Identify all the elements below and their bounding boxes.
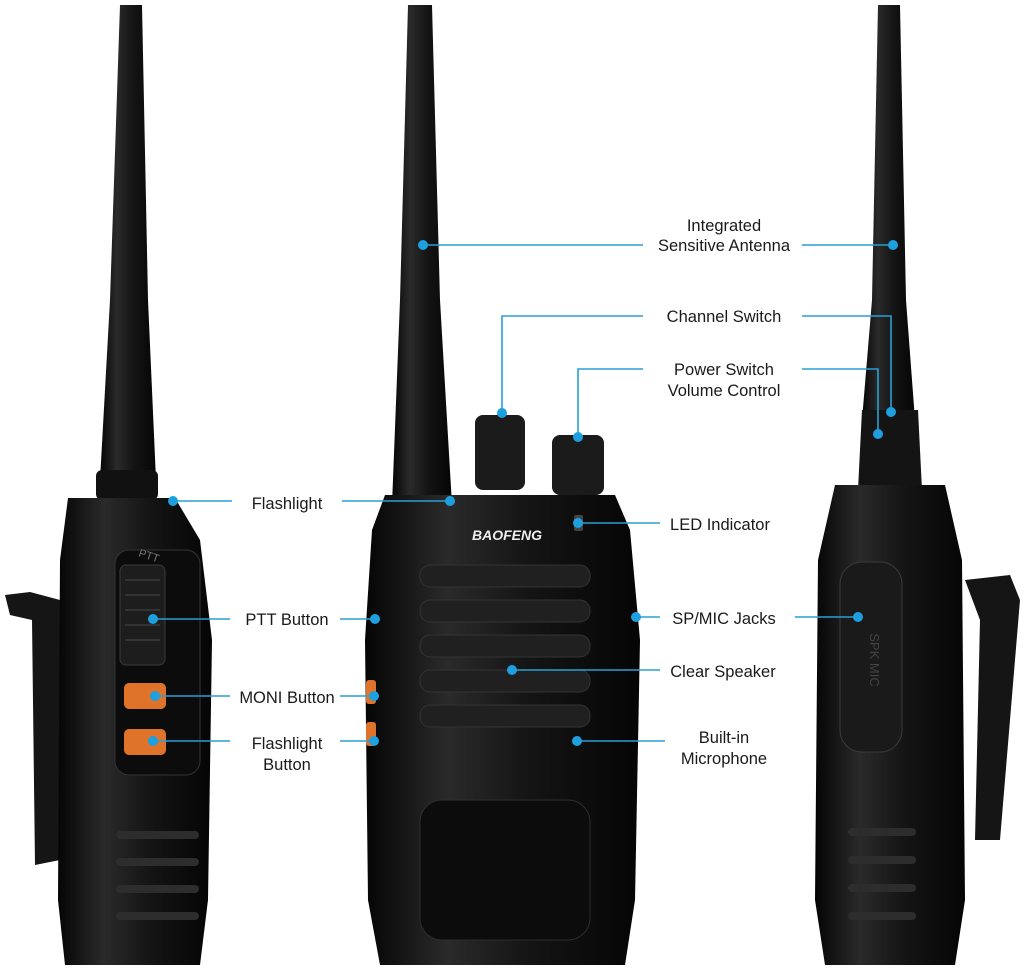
- moni-key: [124, 683, 166, 709]
- label-ptt-button: PTT Button: [245, 611, 328, 629]
- label-moni-button: MONI Button: [239, 689, 334, 707]
- label-microphone-2: Microphone: [681, 750, 767, 768]
- right-antenna: [862, 5, 915, 420]
- label-volume-control: Volume Control: [668, 382, 781, 400]
- label-channel-switch: Channel Switch: [667, 308, 782, 326]
- label-clear-speaker: Clear Speaker: [670, 663, 776, 681]
- jack-cover-marking: SPK MIC: [867, 633, 882, 686]
- callout-dots: [148, 240, 898, 746]
- speaker-grille: [419, 564, 591, 728]
- center-antenna: [392, 5, 452, 505]
- label-sp-mic-jacks: SP/MIC Jacks: [672, 610, 776, 628]
- label-flashlight-button-2: Button: [263, 756, 311, 774]
- right-radio: SPK MIC: [815, 5, 1020, 965]
- label-flashlight-button-1: Flashlight: [252, 735, 323, 753]
- label-flashlight: Flashlight: [252, 495, 323, 513]
- label-antenna-1: Integrated: [687, 217, 761, 235]
- left-antenna: [100, 5, 156, 480]
- channel-knob: [475, 415, 525, 490]
- flashlight-key: [124, 729, 166, 755]
- label-power-switch: Power Switch: [674, 361, 774, 379]
- center-radio: BAOFENG: [365, 5, 640, 965]
- right-belt-clip: [965, 575, 1020, 840]
- volume-knob: [552, 435, 604, 495]
- jack-cover: [839, 561, 903, 753]
- label-led-indicator: LED Indicator: [670, 516, 770, 534]
- brand-logo: BAOFENG: [472, 527, 542, 543]
- left-belt-clip: [5, 592, 60, 865]
- left-radio: PTT: [5, 5, 212, 965]
- label-microphone-1: Built-in: [699, 729, 749, 747]
- leader-lines: [153, 244, 893, 742]
- label-antenna-2: Sensitive Antenna: [658, 237, 791, 255]
